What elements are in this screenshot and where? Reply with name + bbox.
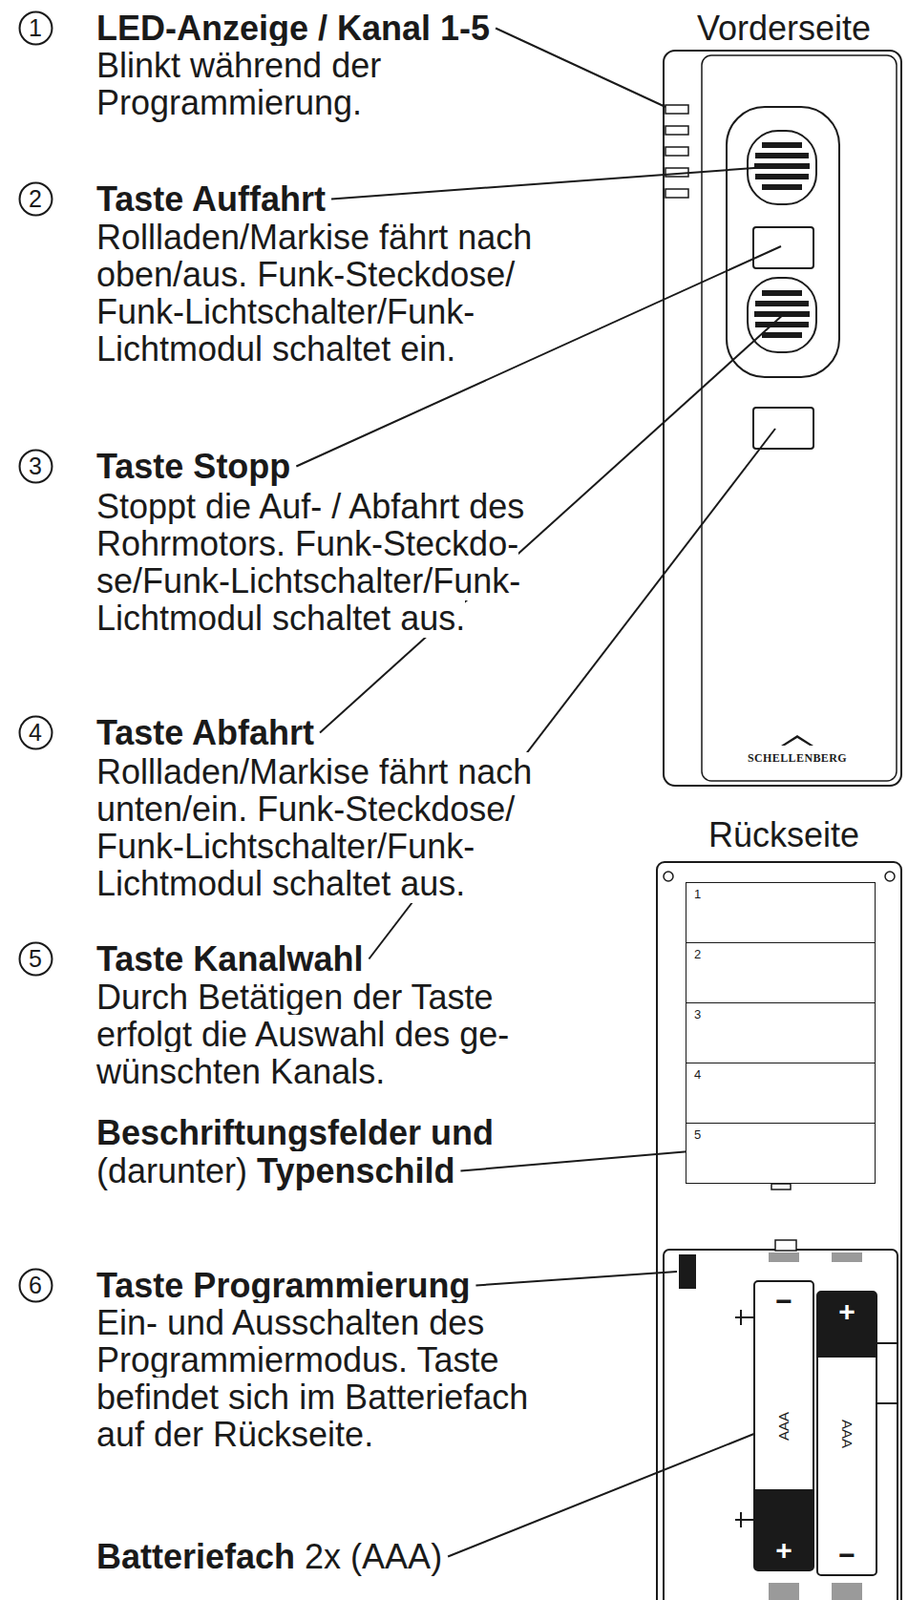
- label-block: Beschriftungsfelder und: [96, 1114, 494, 1152]
- part-description: Ein- und Ausschalten des Programmiermodu…: [96, 1303, 528, 1455]
- leader-line: [447, 1423, 781, 1558]
- callout-number: 4: [28, 720, 43, 745]
- battery-compartment: [663, 1249, 898, 1600]
- part-heading: Typenschild: [256, 1151, 455, 1191]
- part-note: (darunter): [96, 1151, 248, 1191]
- polarity-sign: +: [838, 1296, 856, 1328]
- label-block: Typenschild: [256, 1152, 455, 1190]
- mount-hole: [885, 871, 895, 882]
- brand-logo: SCHELLENBERG: [747, 751, 847, 765]
- label-block: Taste Stopp: [96, 447, 291, 486]
- label-field: 5: [685, 1122, 876, 1184]
- callout-number: 3: [28, 454, 43, 479]
- battery: + AAA −: [816, 1290, 878, 1577]
- callout-number: 2: [18, 181, 54, 217]
- leader-line: [331, 164, 807, 200]
- label-block: Batteriefach: [96, 1538, 296, 1576]
- remote-front: [663, 50, 902, 786]
- callout-number: 1: [18, 10, 54, 46]
- field-number: 3: [694, 1007, 867, 1022]
- button-grille: [754, 145, 810, 336]
- mount-hole: [663, 871, 674, 882]
- program-button: [678, 1254, 697, 1289]
- label-block: Taste Kanalwahl: [96, 940, 363, 978]
- battery-type: AAA: [839, 1418, 855, 1448]
- label-field: 1: [685, 882, 876, 944]
- part-note: 2x (AAA): [304, 1537, 443, 1577]
- label-block: Ein- und Ausschalten des Programmiermodu…: [96, 1304, 574, 1454]
- label-block: Rollladen/Markise fährt nach oben/aus. F…: [96, 218, 574, 368]
- callout-number: 6: [28, 1273, 43, 1298]
- label-block: SCHELLENBERG: [747, 748, 847, 766]
- part-heading: Taste Kanalwahl: [96, 939, 363, 979]
- label-block: Blinkt während der Programmierung.: [96, 46, 574, 122]
- part-description: Rollladen/Markise fährt nach oben/aus. F…: [96, 217, 532, 369]
- label-block: Taste Abfahrt: [96, 714, 315, 752]
- part-heading: Taste Auffahrt: [96, 179, 326, 219]
- label-block: Taste Auffahrt: [96, 180, 326, 218]
- field-number: 5: [694, 1127, 867, 1142]
- label-block: Stoppt die Auf- / Abfahrt des Rohrmotors…: [96, 487, 574, 637]
- label-field: 3: [685, 1002, 876, 1064]
- leader-line: [495, 28, 666, 108]
- callout-number: 6: [18, 1267, 54, 1304]
- logo-roof: [781, 735, 814, 746]
- part-description: Blinkt während der Programmierung.: [96, 45, 381, 123]
- field-number: 1: [694, 886, 867, 902]
- label-block: 2x (AAA): [304, 1538, 443, 1576]
- callout-number: 3: [18, 448, 54, 485]
- button-group: [726, 106, 840, 378]
- part-heading: Taste Abfahrt: [96, 713, 315, 753]
- part-description: Durch Betätigen der Taste erfolgt die Au…: [96, 977, 509, 1092]
- compartment-tab: [775, 1240, 797, 1251]
- label-block: Rückseite: [708, 816, 860, 854]
- part-heading: Batteriefach: [96, 1537, 296, 1577]
- stop-button: [753, 227, 814, 269]
- view-title: Vorderseite: [696, 8, 871, 48]
- battery: − AAA +: [753, 1280, 815, 1572]
- label-block: Vorderseite: [696, 9, 871, 47]
- led-indicators: [665, 105, 689, 198]
- view-title: Rückseite: [708, 815, 860, 855]
- label-block: Durch Betätigen der Taste erfolgt die Au…: [96, 978, 574, 1091]
- field-number: 2: [694, 947, 867, 962]
- panel-tab: [771, 1183, 791, 1190]
- battery-type: AAA: [776, 1411, 792, 1440]
- part-description: Stoppt die Auf- / Abfahrt des Rohrmotors…: [96, 486, 525, 638]
- leader-line: [475, 1271, 677, 1287]
- callout-number: 1: [28, 16, 43, 41]
- callout-number: 5: [18, 941, 54, 977]
- label-block: Taste Programmierung: [96, 1266, 470, 1305]
- polarity-sign: +: [775, 1535, 793, 1566]
- field-number: 4: [694, 1067, 867, 1082]
- polarity-sign: −: [775, 1286, 793, 1317]
- battery-contacts: [768, 1252, 863, 1600]
- part-heading: Taste Programmierung: [96, 1266, 470, 1306]
- part-description: Rollladen/Markise fährt nach unten/ein. …: [96, 752, 532, 904]
- part-heading: Taste Stopp: [96, 446, 291, 486]
- callout-number: 4: [18, 715, 54, 751]
- label-field: 2: [685, 942, 876, 1004]
- label-block: (darunter): [96, 1152, 248, 1190]
- callout-number: 5: [28, 947, 43, 972]
- polarity-sign: −: [838, 1540, 856, 1571]
- part-heading: LED-Anzeige / Kanal 1-5: [96, 8, 490, 48]
- label-block: Rollladen/Markise fährt nach unten/ein. …: [96, 753, 574, 903]
- label-field: 4: [685, 1062, 876, 1124]
- callout-number: 2: [28, 187, 43, 212]
- label-block: LED-Anzeige / Kanal 1-5: [96, 9, 490, 47]
- channel-button: [753, 407, 814, 449]
- part-heading: Beschriftungsfelder und: [96, 1113, 494, 1153]
